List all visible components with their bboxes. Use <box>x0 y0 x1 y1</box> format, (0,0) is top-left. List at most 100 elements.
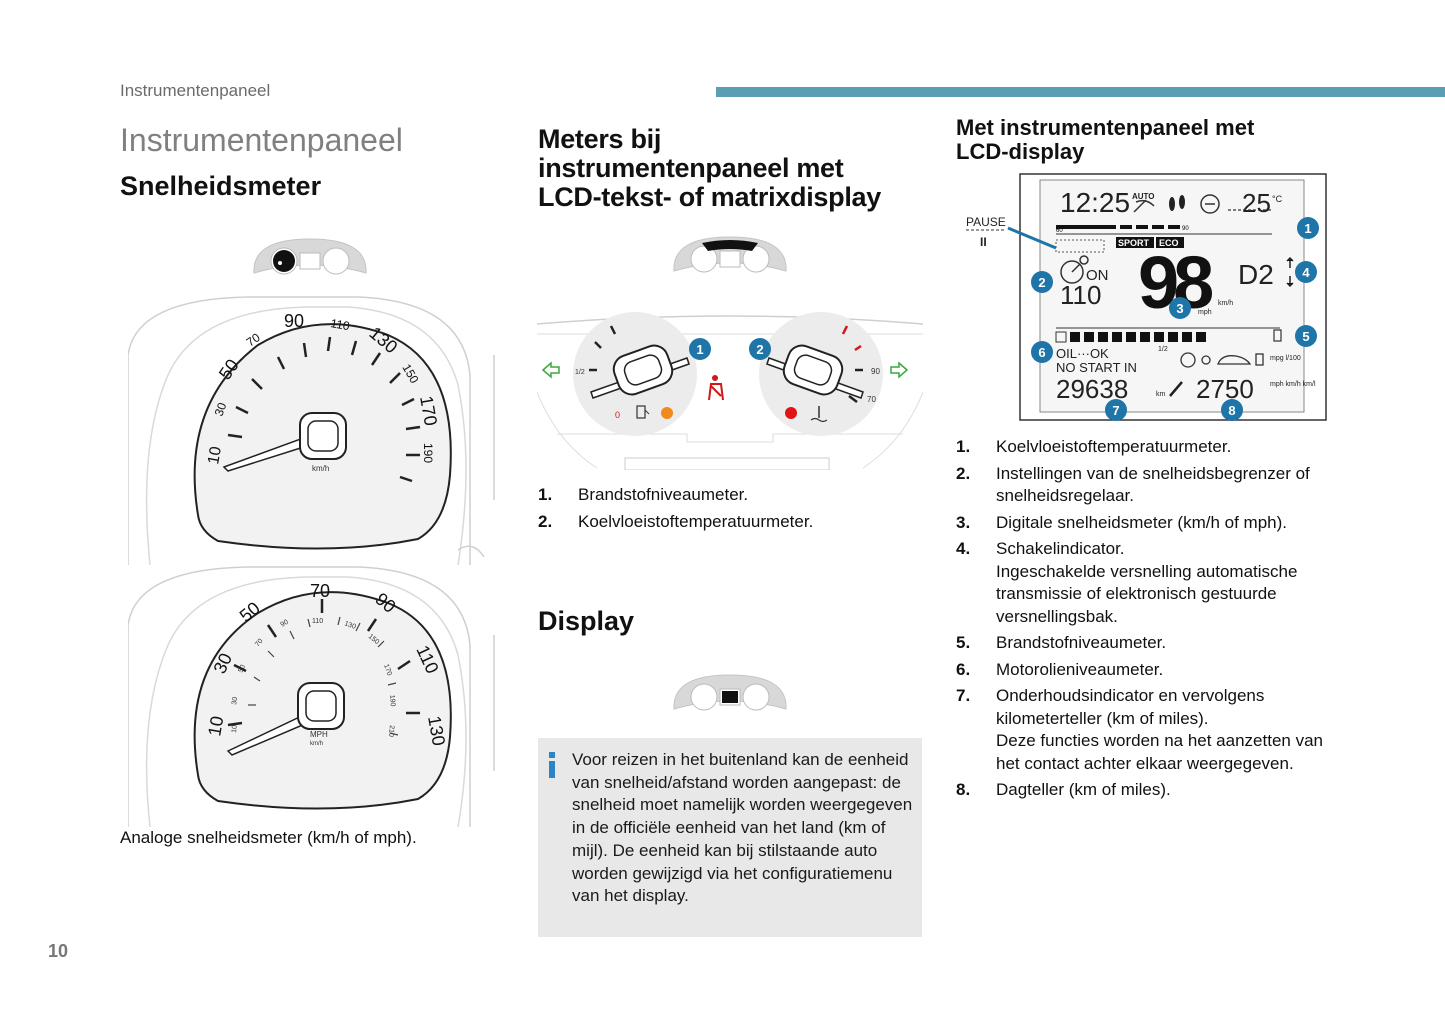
fuel-temp-gauges-illustration: 1/2 0 90 70 1 2 <box>537 312 923 470</box>
turn-signal-right-icon <box>890 361 909 379</box>
lcd-marker-2-badge: 2 <box>1031 271 1053 293</box>
running-title: Instrumentenpaneel <box>120 81 271 100</box>
list-item-text: Koelvloeistoftemperatuurmeter. <box>578 511 814 531</box>
cluster-locator-icon-lcd <box>673 236 787 273</box>
list-item-text: Onderhoudsindicator en vervolgens kilome… <box>996 685 1341 775</box>
lcd-maintenance-icons <box>1180 352 1264 368</box>
lcd-trip-meter: 2750 <box>1196 374 1254 404</box>
lcd-clock: 12:25 <box>1060 187 1130 218</box>
list-item: 6.Motorolieniveaumeter. <box>956 659 1341 682</box>
list-item-number: 4. <box>956 539 971 558</box>
speedometer-mph-illustration: MPH km/h 10 30 50 70 90 110 130 10 30 50… <box>128 566 495 827</box>
subsection-title-speedometer: Snelheidsmeter <box>120 171 322 201</box>
lcd-odometer-unit: km <box>1156 391 1166 398</box>
list-item-text: Digitale snelheidsmeter (km/h of mph). <box>996 512 1288 532</box>
lcd-marker-1-badge: 1 <box>1297 217 1319 239</box>
list-item: 3.Digitale snelheidsmeter (km/h of mph). <box>956 512 1341 535</box>
lcd-trip-units-1: mpg l/100 <box>1270 355 1301 362</box>
temperature-warning-lamp <box>785 407 797 419</box>
list-item-number: 2. <box>538 511 553 531</box>
mph-sub-tick-210: 210 <box>387 725 395 737</box>
lcd-marker-7-badge: 7 <box>1105 399 1127 421</box>
list-item: 1.Koelvloeistoftemperatuurmeter. <box>956 436 1341 459</box>
lcd-footprint-icon <box>1169 195 1185 211</box>
lcd-marker-7-label: 7 <box>1112 403 1119 418</box>
list-item-text: Brandstofniveaumeter. <box>578 485 749 504</box>
lcd-limiter-on: ON <box>1086 267 1109 284</box>
lcd-wiper-icon <box>1133 199 1155 213</box>
list-item: 4. Schakelindicator. Ingeschakelde versnel… <box>956 538 1341 628</box>
list-item-number: 5. <box>956 633 971 652</box>
temp-90-label: 90 <box>871 367 880 376</box>
lcd-title-line-2: LCD-display <box>956 139 1085 164</box>
lcd-limiter-value: 110 <box>1060 280 1101 310</box>
list-item: 8.Dagteller (km of miles). <box>956 779 1341 802</box>
lcd-marker-6-badge: 6 <box>1031 341 1053 363</box>
mph-sub-tick-170: 170 <box>382 663 393 676</box>
marker-2-badge: 2 <box>749 338 771 360</box>
list-item-extra-text: Ingeschakelde versnelling automatische t… <box>996 561 1298 626</box>
turn-signal-left-icon <box>541 361 560 379</box>
mph-unit-sub-label: km/h <box>310 741 323 747</box>
list-item-number: 1. <box>538 485 553 504</box>
marker-1-label: 1 <box>696 342 703 357</box>
lcd-marker-8-label: 8 <box>1228 403 1235 418</box>
lcd-speed-limiter-icon <box>1060 255 1089 284</box>
mph-sub-tick-110: 110 <box>312 618 323 625</box>
lcd-trip-units-2: mph km/h km/l <box>1270 381 1316 388</box>
mph-tick-70: 70 <box>310 581 330 601</box>
lcd-display-illustration: 12:25 AUTO 25 °C 60 90 PAUSE II SPORT EC… <box>966 173 1327 421</box>
gauges-title: Meters bij instrumentenpaneel met LCD-te… <box>538 125 881 212</box>
mph-sub-tick-130: 130 <box>343 620 356 631</box>
lcd-no-start-label: NO START IN <box>1056 360 1137 375</box>
lcd-gear-arrows <box>1286 256 1294 288</box>
cluster-locator-icon-display <box>673 674 787 711</box>
lcd-eco-label: ECO <box>1159 238 1179 248</box>
kmh-tick-110: 110 <box>329 316 351 333</box>
seatbelt-warning-icon <box>708 375 724 401</box>
lcd-marker-6-label: 6 <box>1038 345 1045 360</box>
lcd-marker-5-badge: 5 <box>1295 325 1317 347</box>
lcd-fuel-half: 1/2 <box>1158 346 1168 353</box>
lcd-pause-symbol: II <box>980 235 987 249</box>
lcd-temperature-unit: °C <box>1272 194 1283 204</box>
mph-tick-10: 10 <box>204 714 227 737</box>
list-item: 5. Brandstofniveaumeter. <box>956 632 1341 655</box>
speedometer-kmh-illustration: km/h 10 30 50 70 90 110 130 150 170 190 <box>128 296 495 565</box>
info-note-text: Voor reizen in het buitenland kan de een… <box>572 750 913 906</box>
lcd-coolant-bar: 60 90 <box>1056 225 1272 235</box>
lcd-marker-5-label: 5 <box>1302 329 1309 344</box>
lcd-gear-indicator: D2 <box>1238 259 1274 290</box>
lcd-marker-2-label: 2 <box>1038 275 1045 290</box>
gauges-title-line-2: instrumentenpaneel met <box>538 153 844 183</box>
lcd-marker-3-badge: 3 <box>1169 297 1191 319</box>
kmh-tick-90: 90 <box>284 311 304 331</box>
temp-70-label: 70 <box>867 395 876 404</box>
lcd-marker-4-badge: 4 <box>1295 261 1317 283</box>
lcd-outside-temperature: 25 <box>1242 188 1271 218</box>
list-item-text: Schakelindicator. Ingeschakelde versnelli… <box>996 538 1341 628</box>
lcd-fuel-pump-icon <box>1273 329 1282 342</box>
kmh-tick-10: 10 <box>205 445 225 466</box>
lcd-scale-90: 90 <box>1182 226 1189 232</box>
list-item-number: 2. <box>956 463 971 483</box>
coolant-temperature-icon <box>810 406 828 423</box>
mph-sub-tick-90: 90 <box>280 619 290 629</box>
gauges-title-line-3: LCD-tekst- of matrixdisplay <box>538 182 881 212</box>
gauges-legend-list: 1. Brandstofniveaumeter. 2. Koelvloeistoft… <box>538 484 918 537</box>
lcd-pause-label: PAUSE <box>966 215 1006 229</box>
list-item: 7.Onderhoudsindicator en vervolgens kilo… <box>956 685 1341 775</box>
list-item-main-text: Schakelindicator. <box>996 539 1125 558</box>
list-item-main-text: Onderhoudsindicator en vervolgens kilome… <box>996 686 1265 728</box>
fuel-pump-icon <box>636 405 650 419</box>
list-item-text: Brandstofniveaumeter. <box>996 633 1167 652</box>
list-item-text: Dagteller (km of miles). <box>996 780 1171 799</box>
page-number: 10 <box>48 941 69 961</box>
kmh-tick-190: 190 <box>421 443 435 463</box>
lcd-fuel-bar <box>1070 332 1206 342</box>
kmh-unit-label: km/h <box>312 464 329 473</box>
cluster-locator-icon <box>253 238 367 275</box>
marker-1-badge: 1 <box>689 338 711 360</box>
list-item: 1. Brandstofniveaumeter. <box>538 484 918 507</box>
fuel-warning-lamp <box>661 407 673 419</box>
